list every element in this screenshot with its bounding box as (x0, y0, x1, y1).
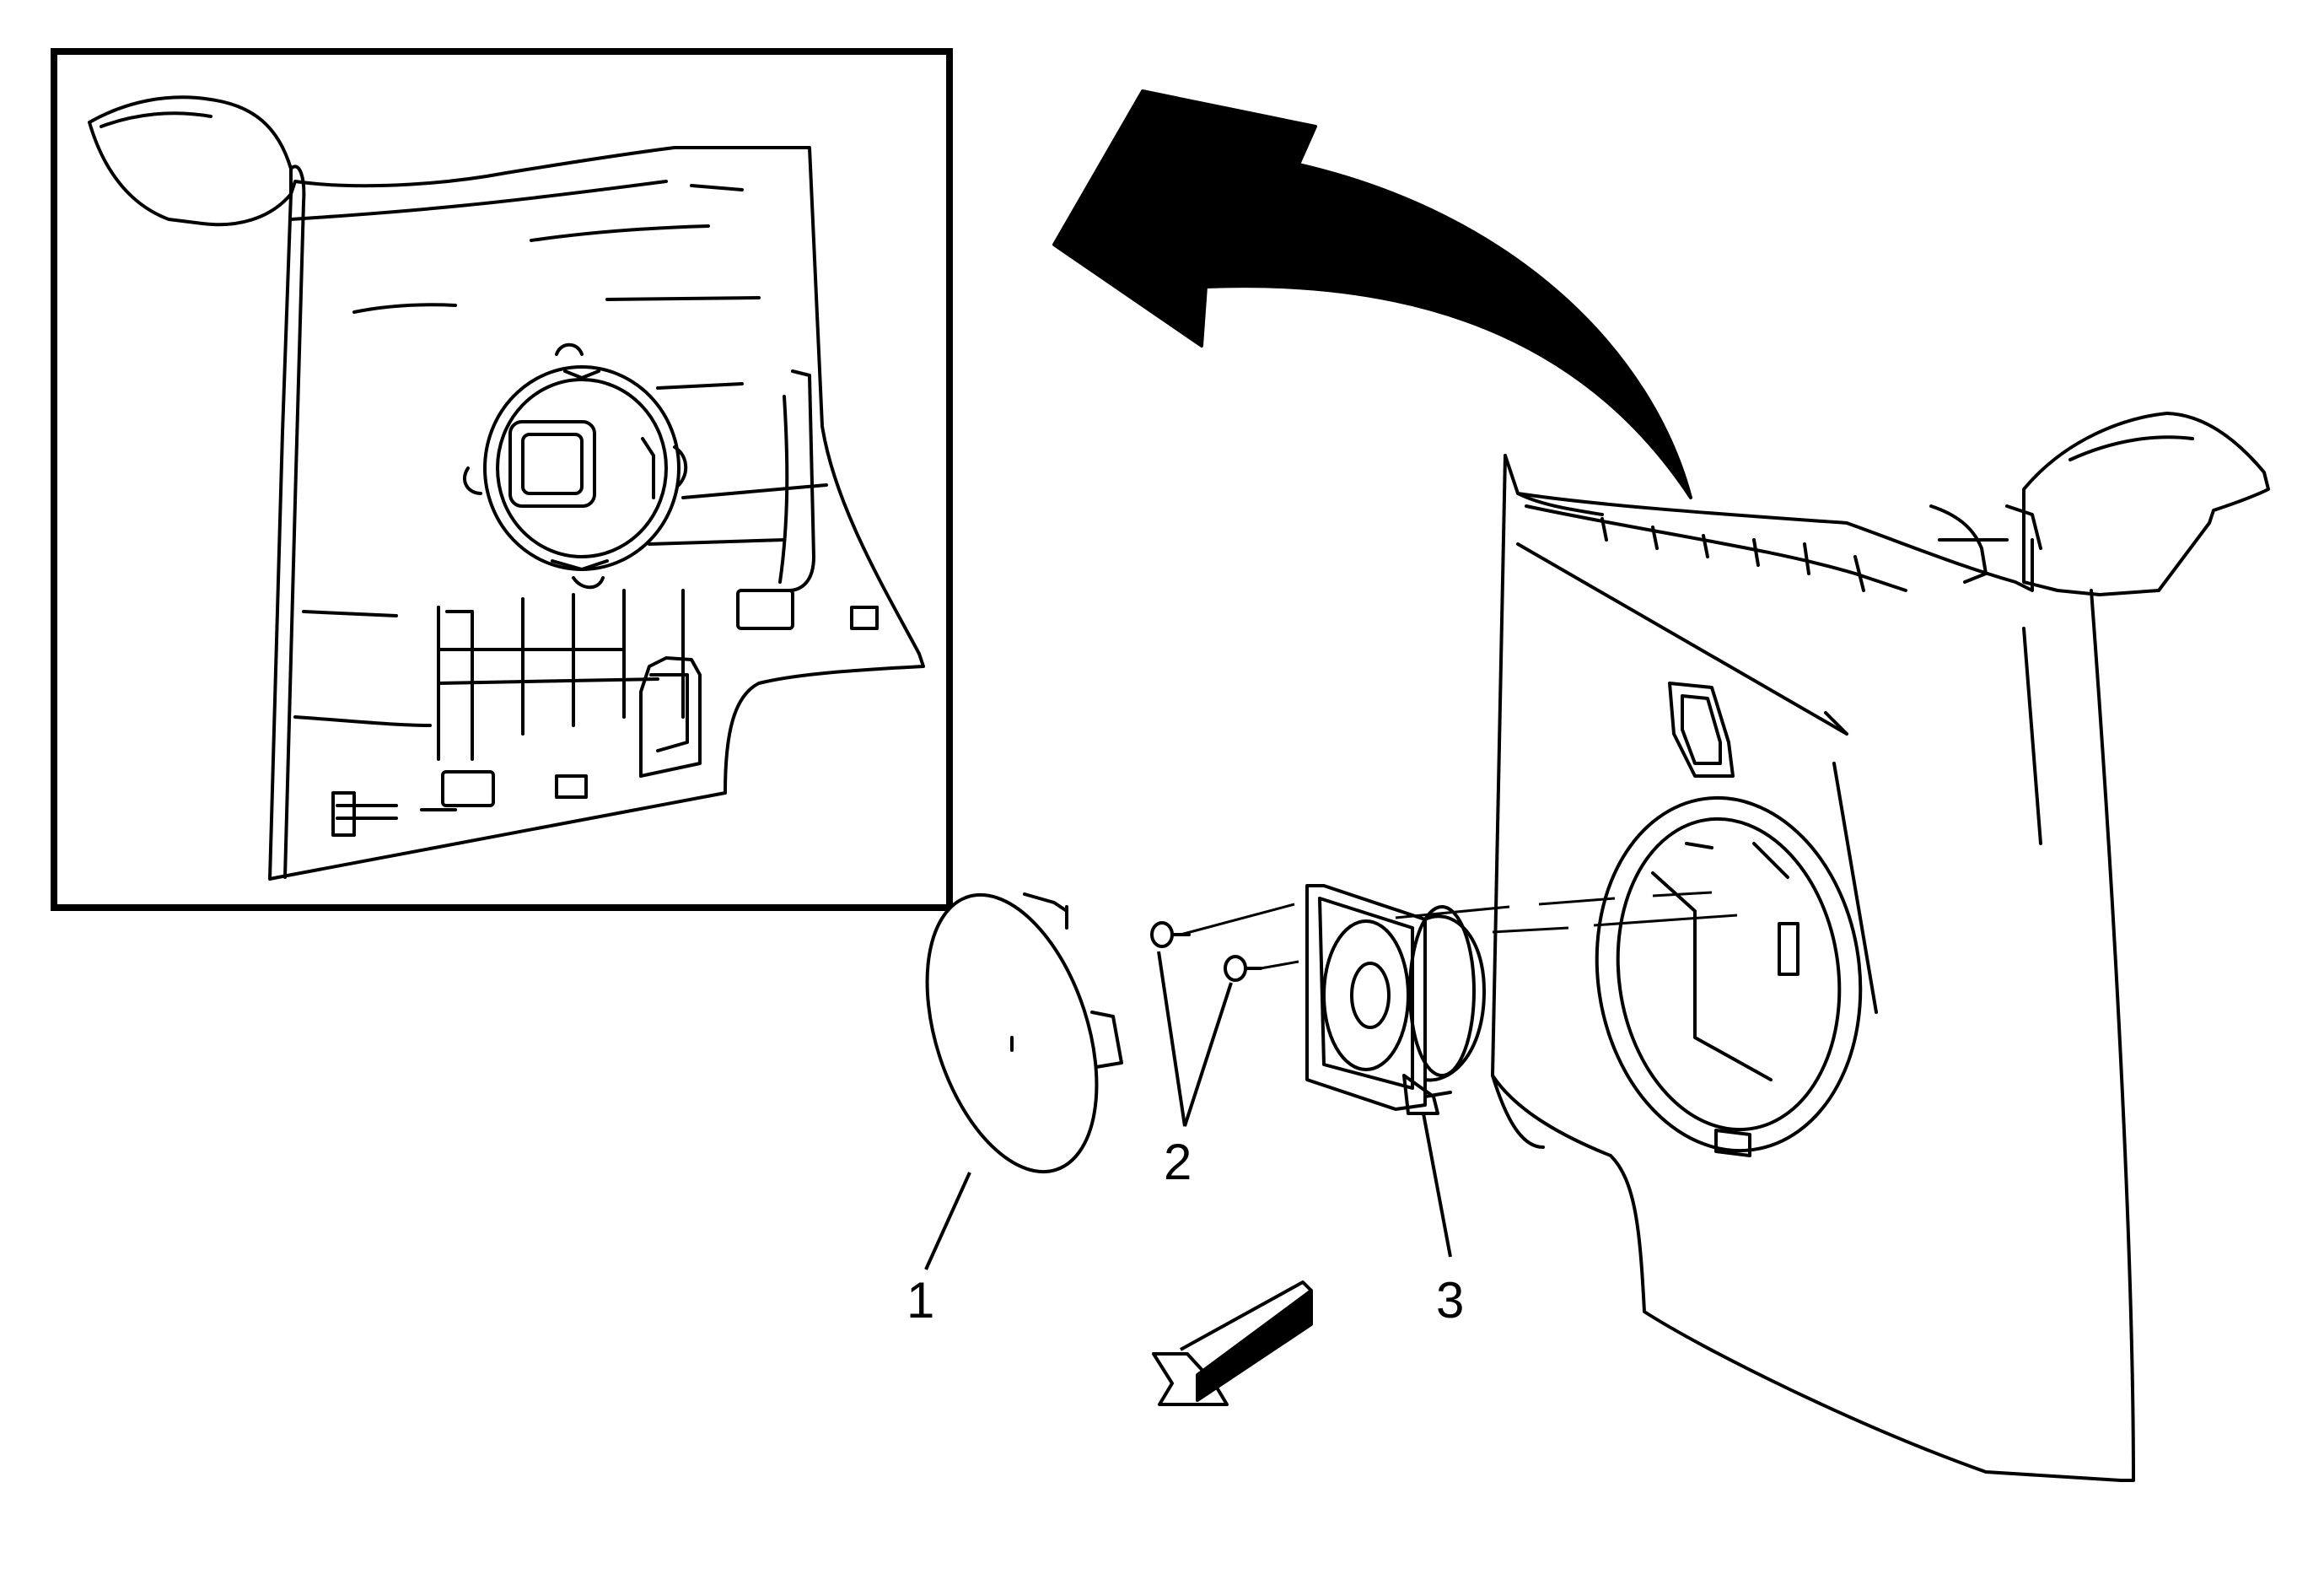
leader-1 (924, 1172, 971, 1270)
screw-upper (1150, 921, 1174, 948)
alignment-lines (1180, 891, 1738, 970)
speaker-cover (925, 892, 1123, 1174)
inset-trim-panel (88, 95, 925, 881)
inset-detail-view (51, 48, 953, 911)
callout-2: 2 (1164, 1134, 1192, 1190)
curved-transition-arrow (1052, 89, 1692, 499)
speaker-assembly (1305, 884, 1486, 1115)
callout-1: 1 (906, 1272, 934, 1329)
leader-3 (1422, 1113, 1452, 1258)
callout-3: 3 (1436, 1272, 1464, 1329)
direction-arrow (1152, 1280, 1313, 1406)
main-trim-panel (1491, 412, 2270, 1482)
inset-frame (51, 48, 953, 911)
screw-lower (1224, 955, 1247, 982)
screws (1150, 921, 1262, 982)
leader-lines (924, 951, 1452, 1270)
leader-2 (1157, 951, 1233, 1127)
